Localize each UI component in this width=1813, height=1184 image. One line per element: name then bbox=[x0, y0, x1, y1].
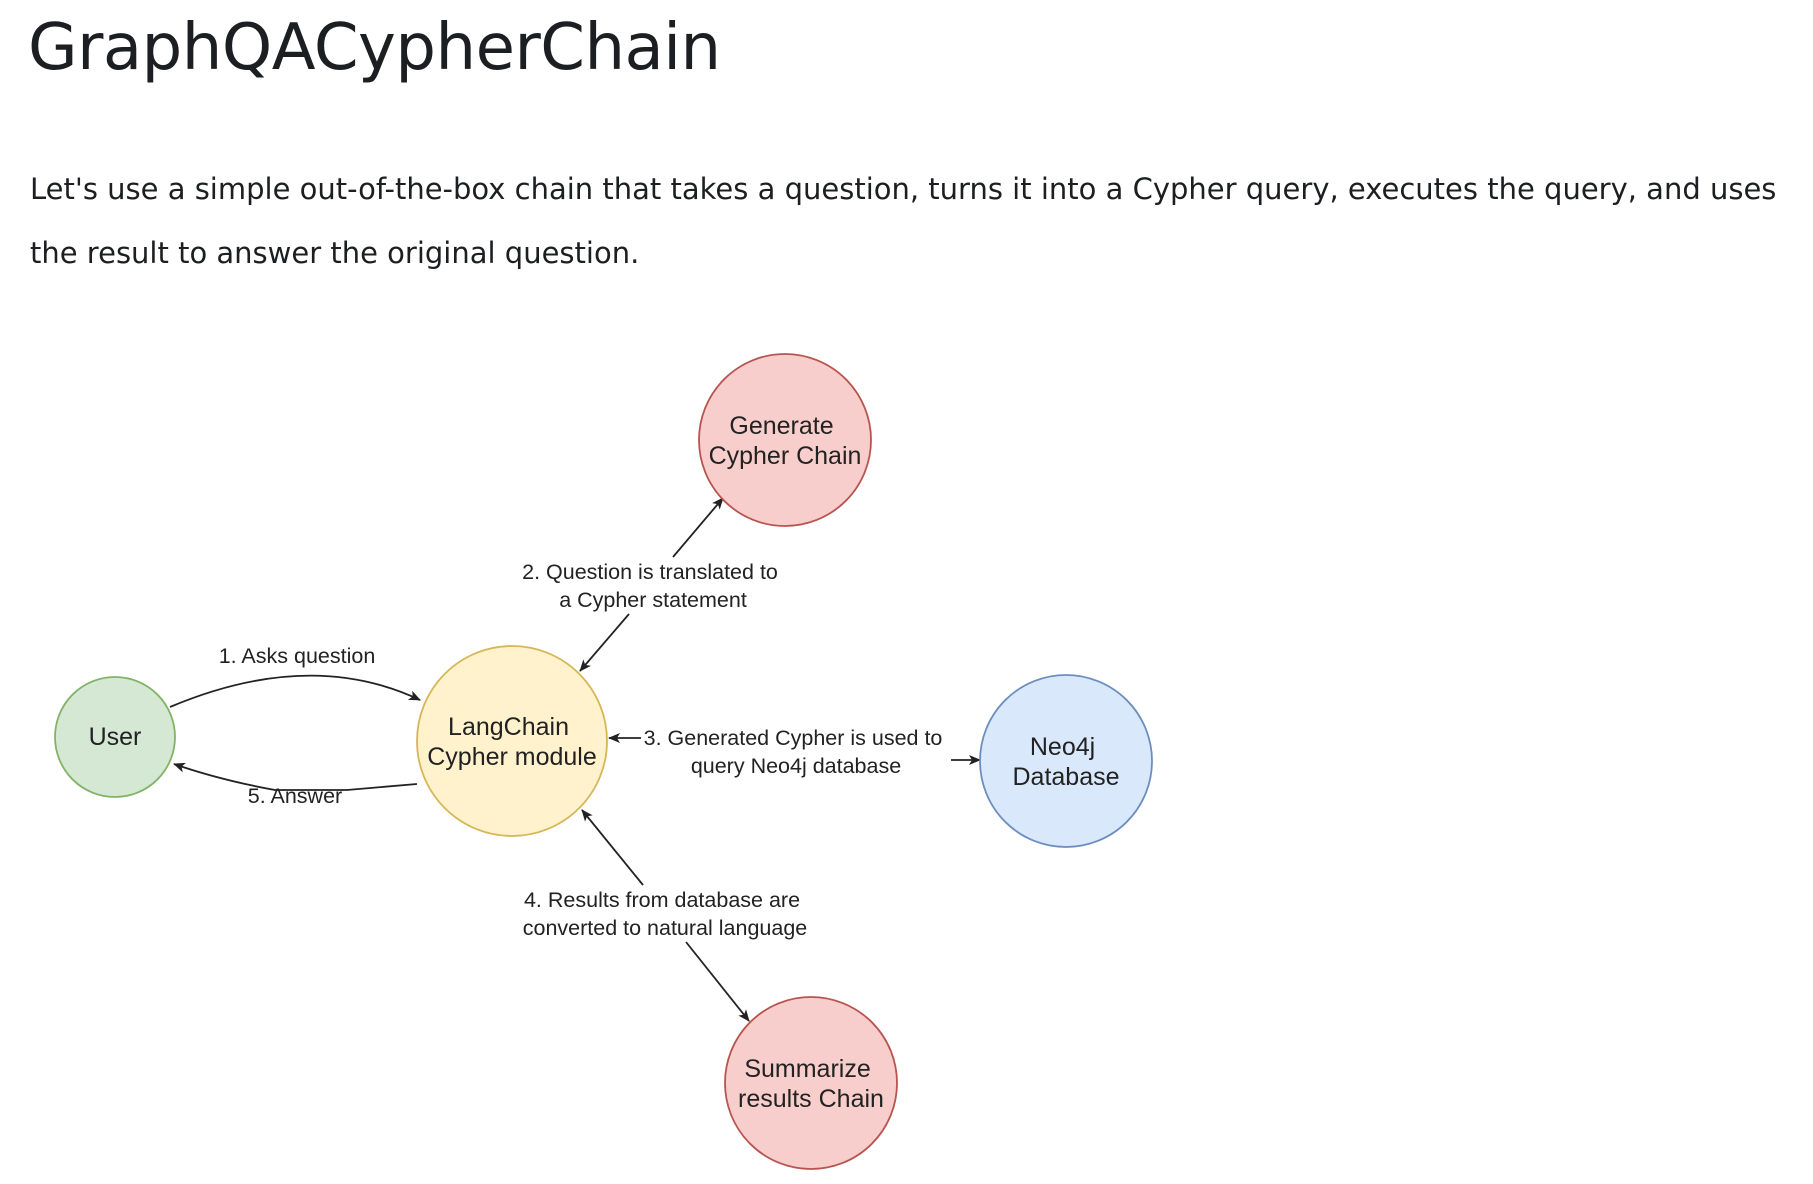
node-neo4j-label: Neo4j Database bbox=[1012, 733, 1119, 791]
node-user: User bbox=[54, 676, 176, 798]
intro-paragraph: Let's use a simple out-of-the-box chain … bbox=[30, 172, 1777, 270]
edge-label-translate-line1: 2. Question is translated to bbox=[522, 560, 778, 584]
node-user-label-line1: User bbox=[89, 723, 142, 751]
edge-label-convert-line2: converted to natural language bbox=[523, 916, 808, 940]
edge-label-translate: 2. Question is translated to a Cypher st… bbox=[522, 560, 784, 612]
edge-label-query-line2: query Neo4j database bbox=[691, 754, 901, 778]
node-generate: Generate Cypher Chain bbox=[698, 353, 872, 527]
node-summarize-label-line1: Summarize bbox=[744, 1055, 870, 1083]
node-generate-label: Generate Cypher Chain bbox=[709, 412, 862, 470]
edge-line-answer bbox=[173, 762, 418, 791]
edge-label-translate-line2: a Cypher statement bbox=[559, 588, 747, 612]
node-neo4j: Neo4j Database bbox=[979, 674, 1153, 848]
node-neo4j-label-line1: Neo4j bbox=[1030, 733, 1095, 761]
node-summarize-label: Summarize results Chain bbox=[738, 1055, 884, 1113]
node-generate-circle bbox=[698, 353, 872, 527]
node-langchain-label: LangChain Cypher module bbox=[427, 713, 597, 771]
page-title: GraphQACypherChain bbox=[28, 11, 721, 85]
node-langchain-label-line2: Cypher module bbox=[427, 743, 597, 771]
edge-label-ask-line1: 1. Asks question bbox=[219, 644, 376, 668]
node-langchain: LangChain Cypher module bbox=[416, 645, 608, 837]
edge-label-ask: 1. Asks question bbox=[219, 644, 376, 668]
node-generate-label-line1: Generate bbox=[729, 412, 833, 440]
edge-label-convert: 4. Results from database are converted t… bbox=[523, 888, 808, 940]
edge-label-answer: 5. Answer bbox=[248, 784, 342, 808]
edge-line-translate-to-langchain bbox=[579, 613, 630, 672]
edge-label-answer-line1: 5. Answer bbox=[248, 784, 342, 808]
edge-label-query: 3. Generated Cypher is used to query Neo… bbox=[644, 726, 949, 778]
edge-label-query-line1: 3. Generated Cypher is used to bbox=[644, 726, 943, 750]
node-langchain-label-line1: LangChain bbox=[448, 713, 569, 741]
node-generate-label-line2: Cypher Chain bbox=[709, 442, 862, 470]
node-neo4j-circle bbox=[979, 674, 1153, 848]
node-langchain-circle bbox=[416, 645, 608, 837]
edge-line-convert-to-summarize bbox=[685, 941, 750, 1022]
node-user-circle bbox=[54, 676, 176, 798]
edge-line-ask bbox=[169, 674, 421, 708]
edge-line-translate-to-generate bbox=[672, 497, 724, 558]
edge-label-convert-line1: 4. Results from database are bbox=[524, 888, 800, 912]
node-summarize-circle bbox=[724, 996, 898, 1170]
node-neo4j-label-line2: Database bbox=[1012, 763, 1119, 791]
node-user-label: User bbox=[89, 723, 142, 751]
edge-line-convert-to-langchain bbox=[581, 809, 644, 886]
node-summarize: Summarize results Chain bbox=[724, 996, 898, 1170]
node-summarize-label-line2: results Chain bbox=[738, 1085, 884, 1113]
